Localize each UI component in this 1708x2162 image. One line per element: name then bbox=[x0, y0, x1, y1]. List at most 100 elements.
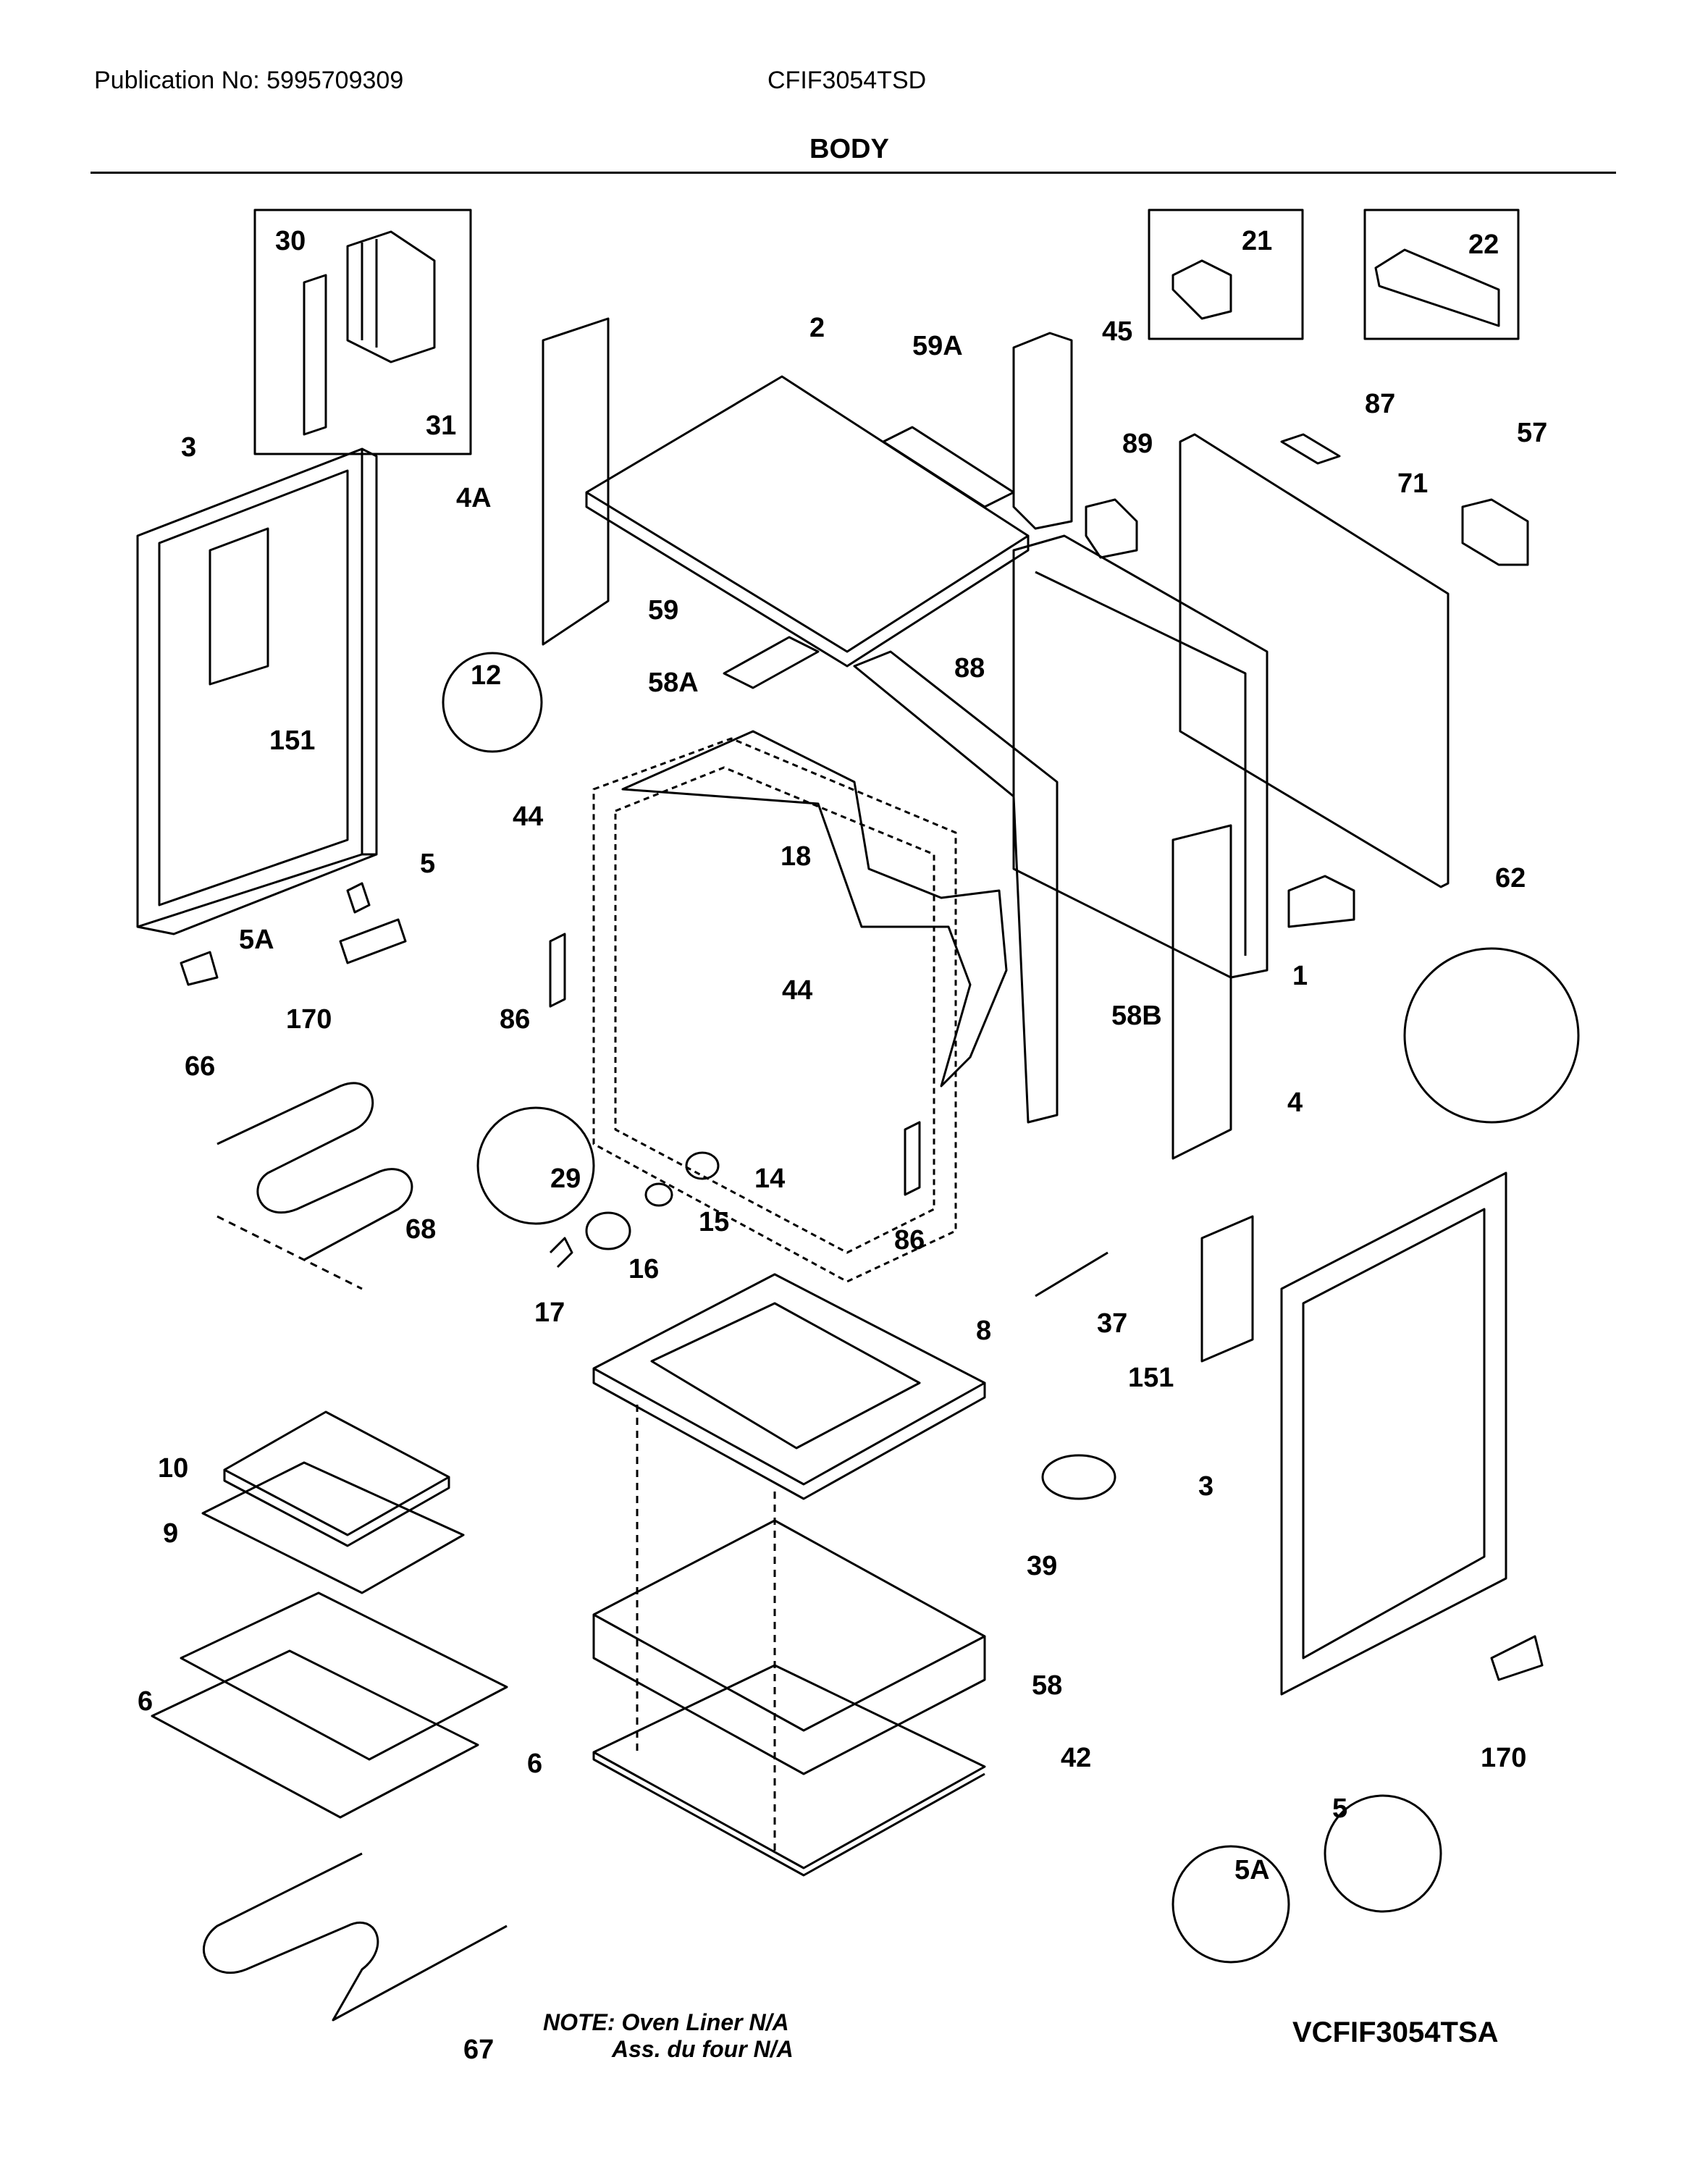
terminal-block-62 bbox=[1287, 875, 1355, 928]
lamp-bulb-15 bbox=[644, 1182, 673, 1207]
callout-10: 10 bbox=[158, 1453, 188, 1484]
bracket-86-right bbox=[904, 1121, 921, 1196]
callout-88: 88 bbox=[954, 653, 985, 683]
leveler-5-inset bbox=[1324, 1794, 1442, 1913]
hinge-bracket-170 bbox=[339, 918, 407, 964]
latch-29-inset bbox=[476, 1106, 595, 1225]
callout-58A: 58A bbox=[648, 668, 699, 698]
callout-59A: 59A bbox=[912, 331, 963, 361]
callout-16: 16 bbox=[628, 1254, 659, 1284]
callout-45: 45 bbox=[1102, 316, 1132, 347]
callout-5-right: 5 bbox=[1332, 1793, 1347, 1824]
note-line-1: NOTE: Oven Liner N/A bbox=[543, 2009, 789, 2035]
broil-pan-insert-10 bbox=[223, 1410, 450, 1547]
lamp-socket-14 bbox=[685, 1151, 720, 1180]
channel-59 bbox=[723, 636, 820, 689]
leg-5A-inset bbox=[1171, 1845, 1290, 1964]
header-divider bbox=[91, 172, 1616, 174]
wire-harness-37 bbox=[1035, 1251, 1108, 1297]
channel-59A bbox=[882, 426, 1015, 508]
callout-5-left: 5 bbox=[420, 849, 435, 879]
callout-18: 18 bbox=[781, 841, 811, 872]
callout-5A-left: 5A bbox=[239, 925, 274, 955]
callout-44-lower: 44 bbox=[782, 975, 812, 1006]
assembly-guide-lines bbox=[636, 1405, 776, 1854]
callout-31: 31 bbox=[426, 411, 456, 441]
bake-element-66 bbox=[216, 1082, 413, 1261]
diagram-id: VCFIF3054TSA bbox=[1292, 2016, 1499, 2048]
oven-rack-6-lower bbox=[151, 1649, 479, 1819]
bracket-89 bbox=[1085, 498, 1138, 559]
bottom-insulation-58 bbox=[592, 1519, 986, 1775]
callout-8: 8 bbox=[976, 1316, 991, 1346]
callout-42: 42 bbox=[1061, 1743, 1091, 1773]
inset-box-21 bbox=[1148, 209, 1304, 340]
block-part-21 bbox=[1171, 259, 1232, 320]
callout-67: 67 bbox=[463, 2035, 494, 2065]
callout-21: 21 bbox=[1242, 226, 1272, 256]
callout-9: 9 bbox=[163, 1518, 178, 1549]
callout-labels: 30 31 3 151 4A 2 59A 45 21 22 87 57 89 7… bbox=[138, 226, 1547, 2065]
callout-2: 2 bbox=[809, 313, 825, 343]
base-pan-42 bbox=[592, 1664, 986, 1877]
model-number: CFIF3054TSD bbox=[767, 67, 927, 94]
leg-bracket-5A bbox=[180, 951, 219, 986]
oven-rack-6-upper bbox=[180, 1591, 508, 1761]
callout-151-left: 151 bbox=[269, 725, 315, 756]
callout-3-right: 3 bbox=[1198, 1471, 1213, 1502]
callout-86-left: 86 bbox=[500, 1004, 530, 1035]
callout-62: 62 bbox=[1495, 863, 1526, 893]
lamp-cover-16 bbox=[585, 1211, 631, 1250]
callout-30: 30 bbox=[275, 226, 306, 256]
callout-86-right: 86 bbox=[894, 1225, 925, 1255]
callout-15: 15 bbox=[699, 1207, 729, 1237]
callout-58B: 58B bbox=[1111, 1001, 1162, 1031]
vent-cover-57 bbox=[1461, 498, 1529, 566]
callout-71: 71 bbox=[1397, 468, 1428, 499]
lamp-holder-12-inset bbox=[442, 652, 543, 753]
callout-5A-right: 5A bbox=[1234, 1855, 1270, 1885]
callout-58: 58 bbox=[1032, 1670, 1062, 1701]
bracket-part-22 bbox=[1374, 248, 1500, 327]
insulation-side-58B bbox=[853, 650, 1059, 1124]
callout-22: 22 bbox=[1468, 230, 1499, 260]
bracket-86-left bbox=[549, 933, 566, 1008]
bracket-87 bbox=[1280, 433, 1341, 465]
broil-pan-9 bbox=[201, 1461, 465, 1594]
callout-44-upper: 44 bbox=[513, 802, 543, 832]
page-title: BODY bbox=[809, 134, 889, 164]
callout-66: 66 bbox=[185, 1051, 215, 1082]
power-cord-39 bbox=[1041, 1454, 1116, 1500]
callout-4: 4 bbox=[1287, 1088, 1303, 1118]
bracket-151-left bbox=[209, 527, 269, 686]
back-frame-1 bbox=[1012, 534, 1269, 979]
element-shield-68 bbox=[216, 1215, 363, 1290]
callout-170-right: 170 bbox=[1481, 1743, 1526, 1773]
callout-29: 29 bbox=[550, 1164, 581, 1194]
bracket-151-right bbox=[1200, 1215, 1254, 1363]
bracket-45 bbox=[1012, 332, 1073, 530]
rear-panel-71 bbox=[1179, 433, 1450, 888]
callout-170-left: 170 bbox=[286, 1004, 332, 1035]
oven-cavity-outline bbox=[592, 737, 957, 1283]
right-side-panel-3 bbox=[1280, 1172, 1507, 1696]
callout-37: 37 bbox=[1097, 1308, 1127, 1339]
callout-151-right: 151 bbox=[1128, 1363, 1174, 1393]
insulation-wrap-58A bbox=[621, 730, 1008, 1088]
callout-57: 57 bbox=[1517, 418, 1547, 448]
callout-12: 12 bbox=[471, 660, 501, 691]
callout-6-upper: 6 bbox=[138, 1686, 153, 1717]
callout-6-lower: 6 bbox=[527, 1749, 542, 1779]
callout-68: 68 bbox=[405, 1214, 436, 1245]
callout-89: 89 bbox=[1122, 429, 1153, 459]
callout-14: 14 bbox=[754, 1164, 785, 1194]
callout-4A: 4A bbox=[456, 483, 492, 513]
callout-3-left: 3 bbox=[181, 432, 196, 463]
terminal-block-62-inset bbox=[1403, 947, 1580, 1124]
callout-87: 87 bbox=[1365, 389, 1395, 419]
lamp-clip-17 bbox=[549, 1237, 573, 1269]
inset-box-22 bbox=[1363, 209, 1520, 340]
hinge-bracket-170-right bbox=[1490, 1635, 1544, 1681]
bottom-panel-8 bbox=[592, 1273, 986, 1500]
